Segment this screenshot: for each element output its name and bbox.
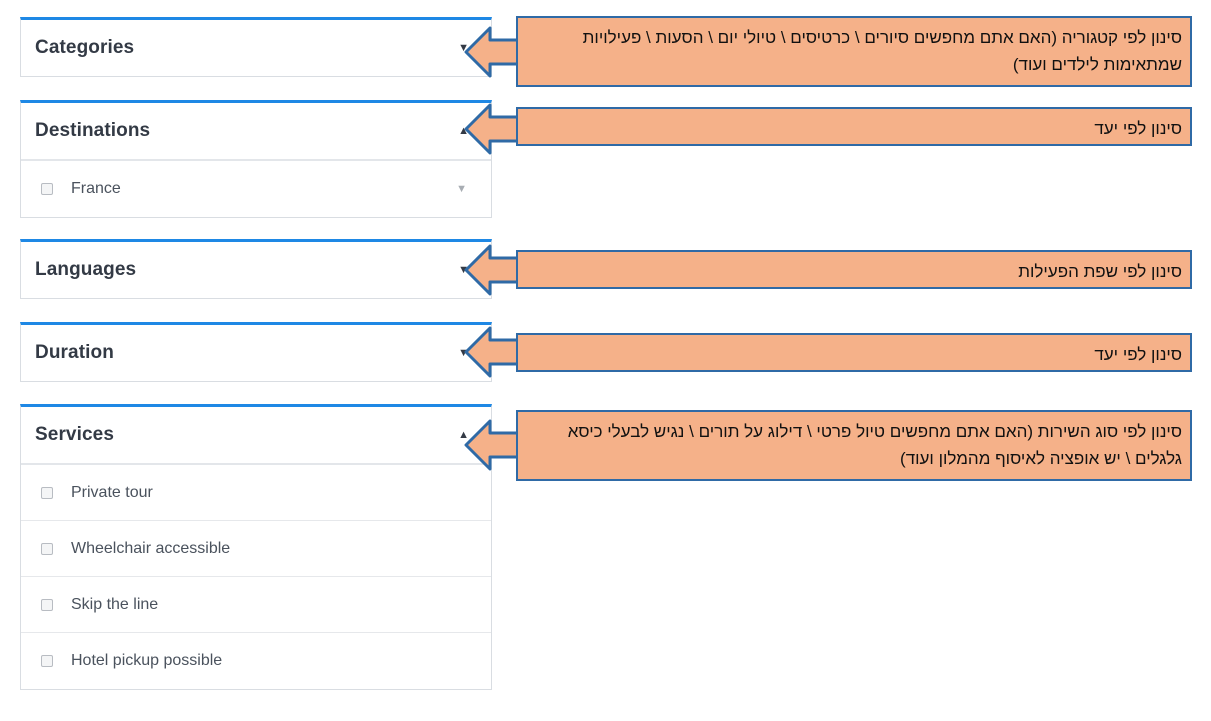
languages-panel: Languages ▼ <box>20 239 492 299</box>
skip-line-checkbox[interactable] <box>41 598 53 611</box>
annotation-arrow-icon <box>464 326 520 378</box>
destinations-header[interactable]: Destinations ▲ <box>21 103 491 159</box>
categories-title: Categories <box>35 37 135 58</box>
private-tour-label: Private tour <box>71 483 153 501</box>
france-label: France <box>71 180 121 197</box>
service-option-private-tour[interactable]: Private tour <box>21 465 491 521</box>
wheelchair-checkbox[interactable] <box>41 542 53 555</box>
duration-header[interactable]: Duration ▼ <box>21 325 491 381</box>
france-checkbox[interactable] <box>41 183 53 195</box>
service-option-skip-line[interactable]: Skip the line <box>21 577 491 633</box>
destinations-options: France ▼ <box>21 159 491 217</box>
destinations-title: Destinations <box>35 120 151 141</box>
languages-title: Languages <box>35 259 137 280</box>
hotel-pickup-checkbox[interactable] <box>41 655 53 667</box>
expand-caret-icon[interactable]: ▼ <box>456 183 467 195</box>
duration-annotation: סינון לפי יעד <box>516 333 1192 372</box>
categories-header[interactable]: Categories ▼ <box>21 20 491 76</box>
annotation-arrow-icon <box>464 103 520 155</box>
skip-line-label: Skip the line <box>71 595 159 613</box>
caret-up-icon[interactable]: ▲ <box>458 124 469 137</box>
categories-panel: Categories ▼ <box>20 17 492 77</box>
languages-header[interactable]: Languages ▼ <box>21 242 491 298</box>
annotation-arrow-icon <box>464 26 520 78</box>
caret-down-icon[interactable]: ▼ <box>458 41 469 54</box>
services-options: Private tour Wheelchair accessible Skip … <box>21 463 491 689</box>
annotation-arrow-icon <box>464 419 520 471</box>
wheelchair-label: Wheelchair accessible <box>71 539 231 557</box>
destinations-panel: Destinations ▲ France ▼ <box>20 100 492 218</box>
destination-option-france[interactable]: France ▼ <box>21 161 491 217</box>
categories-annotation: סינון לפי קטגוריה (האם אתם מחפשים סיורים… <box>516 16 1192 87</box>
service-option-hotel-pickup[interactable]: Hotel pickup possible <box>21 633 491 689</box>
services-header[interactable]: Services ▲ <box>21 407 491 463</box>
annotation-arrow-icon <box>464 244 520 296</box>
duration-panel: Duration ▼ <box>20 322 492 382</box>
private-tour-checkbox[interactable] <box>41 486 53 499</box>
services-annotation: סינון לפי סוג השירות (האם אתם מחפשים טיו… <box>516 410 1192 481</box>
caret-up-icon[interactable]: ▲ <box>458 428 469 441</box>
services-panel: Services ▲ Private tour Wheelchair acces… <box>20 404 492 690</box>
hotel-pickup-label: Hotel pickup possible <box>71 652 223 669</box>
services-title: Services <box>35 424 114 445</box>
caret-down-icon[interactable]: ▼ <box>458 263 469 276</box>
service-option-wheelchair[interactable]: Wheelchair accessible <box>21 521 491 577</box>
languages-annotation: סינון לפי שפת הפעילות <box>516 250 1192 289</box>
duration-title: Duration <box>35 342 114 363</box>
destinations-annotation: סינון לפי יעד <box>516 107 1192 146</box>
caret-down-icon[interactable]: ▼ <box>458 346 469 359</box>
